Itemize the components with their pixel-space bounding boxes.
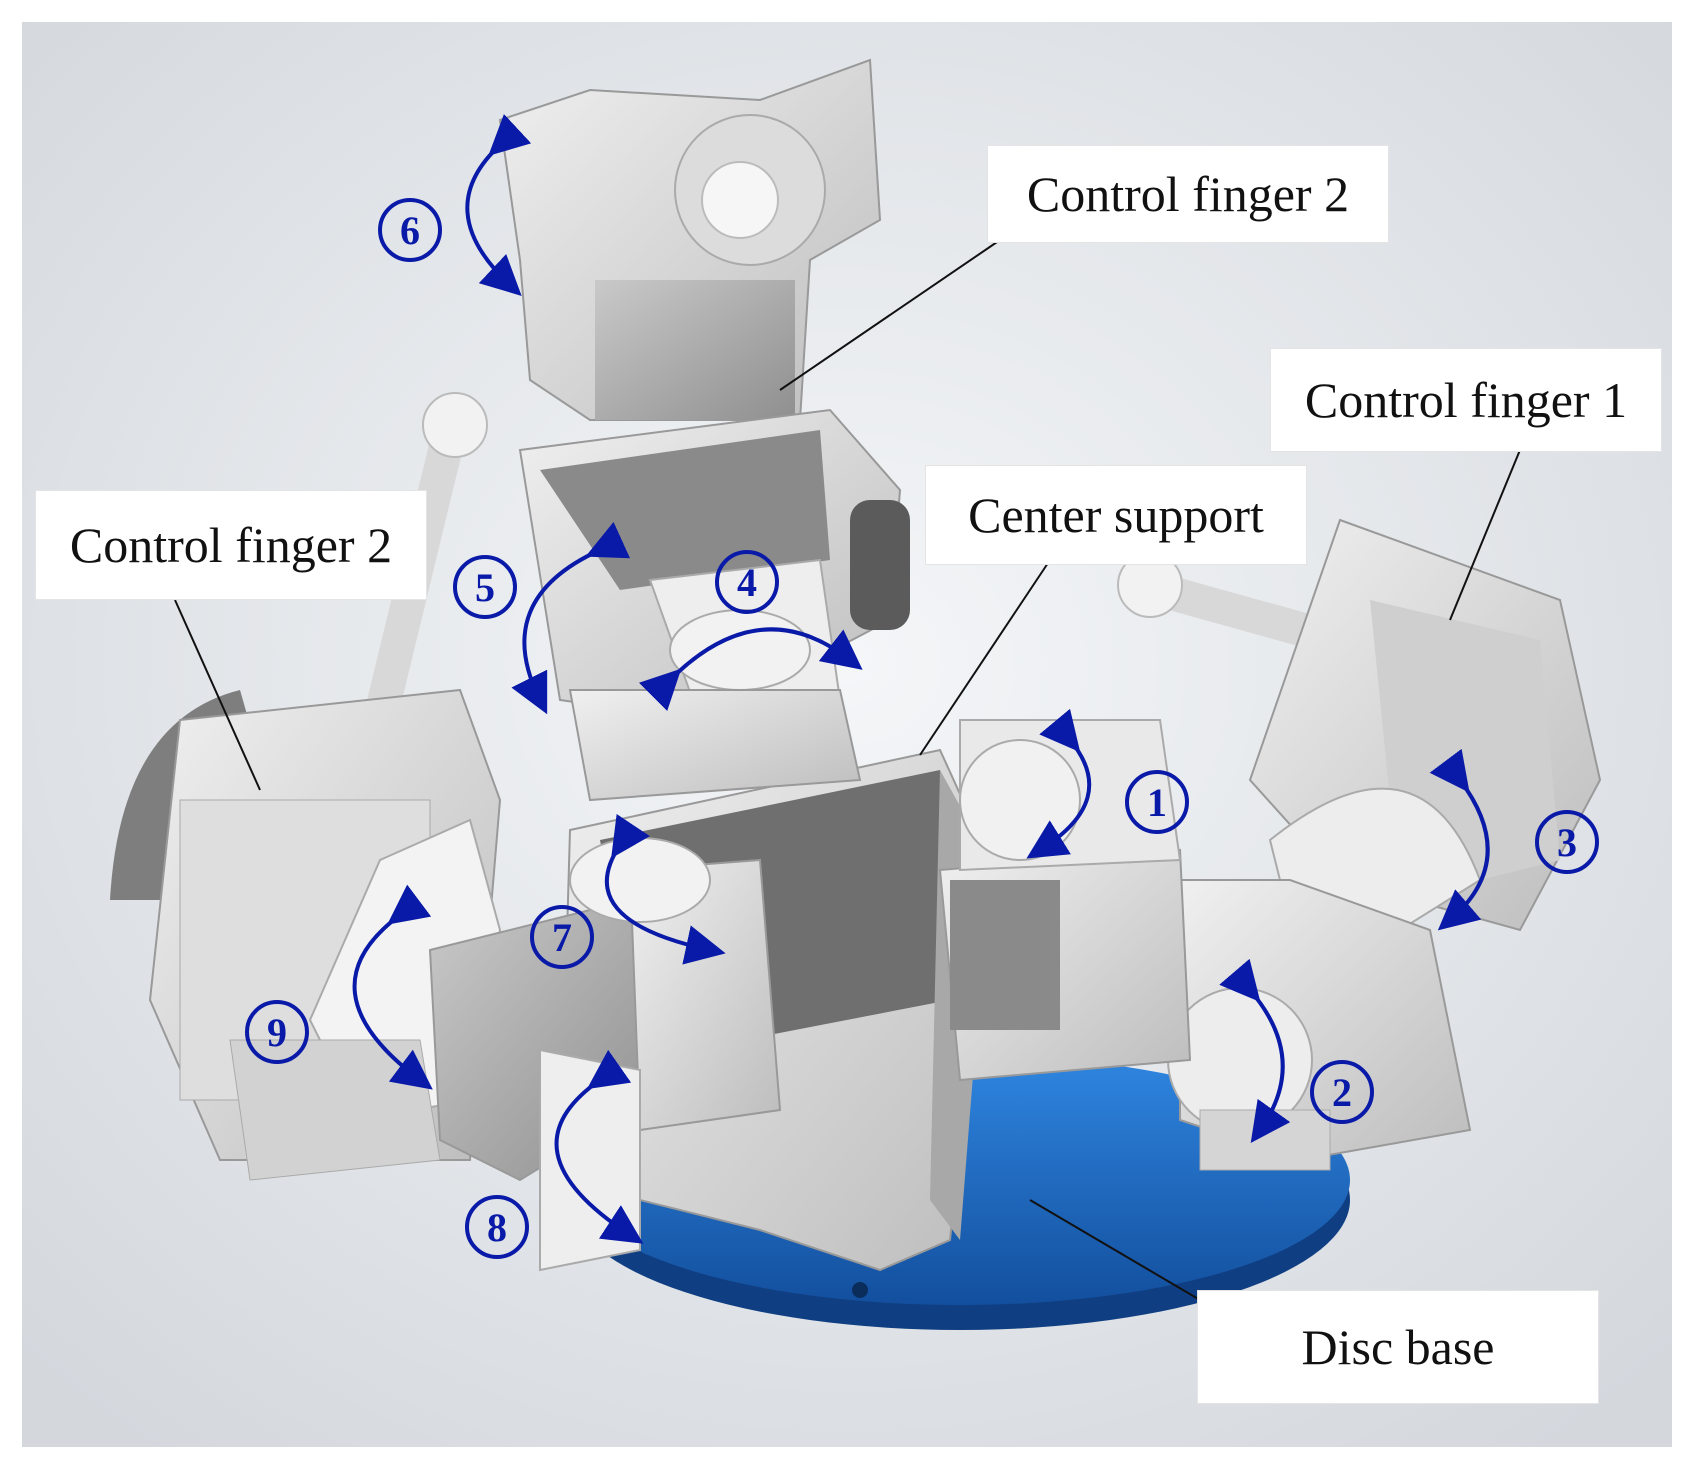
joint-number-9: 9 [245,1000,309,1064]
joint-arrow-1 [1026,708,1092,859]
leader-line-finger-1 [1449,449,1521,621]
label-control-finger-2-left: Control finger 2 [35,490,427,600]
joint-number-4: 4 [715,550,779,614]
leader-line-top-finger [779,239,1001,391]
joint-arrow-4 [638,627,863,712]
leader-line-disc-base [1029,1199,1201,1301]
joint-number-6: 6 [378,198,442,262]
label-center-support: Center support [925,465,1307,565]
joint-arrow-7 [604,813,726,965]
right-finger-shape [938,518,1602,1171]
joint-arrow-3 [1429,748,1490,931]
joint-number-1: 1 [1125,770,1189,834]
joint-number-2: 2 [1310,1060,1374,1124]
joint-arrow-5 [511,521,631,715]
leader-line-center-support [919,559,1051,756]
joint-arrow-8 [554,1049,644,1244]
label-control-finger-2-top: Control finger 2 [987,145,1389,243]
rotation-arrows [352,114,1490,1244]
joint-number-5: 5 [453,555,517,619]
leader-lines [174,239,1521,1301]
label-control-finger-1: Control finger 1 [1270,348,1662,452]
label-disc-base: Disc base [1197,1290,1599,1404]
joint-number-7: 7 [530,905,594,969]
joint-arrow-6 [465,114,532,296]
joint-arrow-2 [1219,958,1291,1144]
joint-number-3: 3 [1535,810,1599,874]
joint-arrow-9 [352,884,433,1090]
leader-line-left-finger [174,599,261,791]
joint-number-8: 8 [465,1195,529,1259]
